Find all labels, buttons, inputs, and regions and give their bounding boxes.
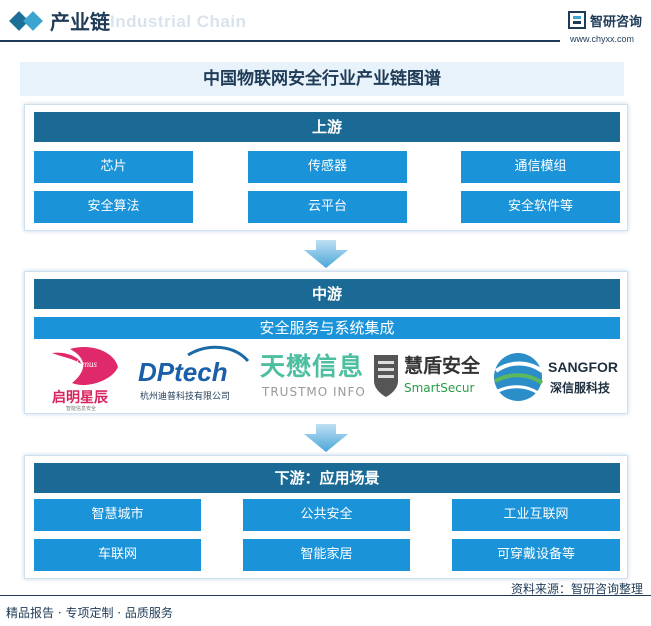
venus-tagline: 智能信息安全 — [66, 406, 97, 412]
trustmo-name: 天懋信息 — [260, 352, 365, 381]
smartsecur-en: SmartSecur — [404, 381, 475, 395]
upstream-item: 安全软件等 — [461, 191, 620, 223]
sangfor-name: SANGFOR — [548, 359, 618, 375]
section-title: 产业链 — [50, 10, 110, 34]
watermark-text: Industrial Chain — [110, 12, 247, 31]
source-note: 资料来源：智研咨询整理 — [510, 582, 643, 596]
smartsecur-name: 慧盾安全 — [404, 355, 481, 377]
trustmo-en: TRUSTMO INFO — [262, 385, 366, 399]
upstream-header: 上游 — [34, 112, 620, 142]
footer-divider — [0, 595, 651, 596]
downstream-item: 公共安全 — [243, 499, 410, 531]
upstream-item: 云平台 — [248, 191, 407, 223]
trustmo-logo: 天懋信息 TRUSTMO INFO — [260, 345, 366, 409]
shield-icon — [374, 355, 398, 397]
downstream-item: 可穿戴设备等 — [452, 539, 620, 571]
svg-text:DPtech: DPtech — [138, 357, 228, 385]
header-divider — [0, 40, 560, 42]
midstream-header: 中游 — [34, 279, 620, 309]
sangfor-globe-icon — [494, 353, 544, 401]
down-arrow-icon — [304, 240, 348, 268]
sangfor-logo: SANGFOR 深信服科技 — [492, 345, 620, 409]
venus-name: 启明星辰 — [52, 390, 108, 406]
upstream-item: 传感器 — [248, 151, 407, 183]
downstream-header: 下游：应用场景 — [34, 463, 620, 493]
sangfor-cn: 深信服科技 — [550, 381, 611, 395]
midstream-panel: 中游 安全服务与系统集成 Venus 启明星辰 智能信息安全 DPtech 杭州… — [24, 271, 628, 414]
diagram-title: 中国物联网安全行业产业链图谱 — [20, 62, 624, 96]
page-header: 产业链 Industrial Chain 智研咨询 www.chyxx.com — [0, 0, 651, 48]
midstream-subtitle: 安全服务与系统集成 — [34, 317, 620, 339]
downstream-item: 智慧城市 — [34, 499, 201, 531]
footer-slogan: 精品报告 · 专项定制 · 品质服务 — [6, 606, 173, 620]
downstream-item: 智能家居 — [243, 539, 410, 571]
upstream-item: 通信模组 — [461, 151, 620, 183]
dptech-fullname: 杭州迪普科技有限公司 — [140, 392, 231, 402]
venus-mark-icon: Venus — [52, 347, 118, 386]
downstream-panel: 下游：应用场景 智慧城市 公共安全 工业互联网 车联网 智能家居 可穿戴设备等 — [24, 455, 628, 579]
upstream-item: 安全算法 — [34, 191, 193, 223]
brand-logo-icon — [568, 11, 586, 29]
upstream-panel: 上游 芯片 传感器 通信模组 安全算法 云平台 安全软件等 — [24, 104, 628, 231]
smartsecur-logo: 慧盾安全 SmartSecur — [372, 345, 484, 409]
svg-text:Venus: Venus — [76, 359, 97, 369]
down-arrow-icon — [304, 424, 348, 452]
company-logos: Venus 启明星辰 智能信息安全 DPtech 杭州迪普科技有限公司 天懋信息… — [34, 345, 620, 412]
upstream-item: 芯片 — [34, 151, 193, 183]
dptech-mark-icon: DPtech — [138, 345, 250, 387]
brand-url: www.chyxx.com — [570, 34, 635, 44]
downstream-item: 工业互联网 — [452, 499, 620, 531]
brand-name: 智研咨询 — [590, 15, 643, 30]
venus-logo: Venus 启明星辰 智能信息安全 — [42, 345, 134, 412]
downstream-item: 车联网 — [34, 539, 201, 571]
dptech-logo: DPtech 杭州迪普科技有限公司 — [138, 345, 250, 409]
